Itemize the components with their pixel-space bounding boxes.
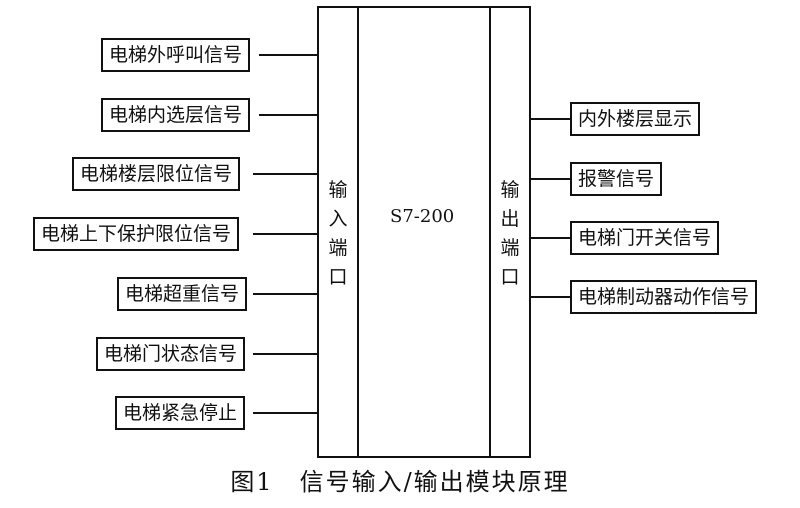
input-connector-4 xyxy=(253,233,317,235)
input-connector-7 xyxy=(253,412,317,414)
plc-label: S7-200 xyxy=(390,206,455,227)
input-signal-5: 电梯超重信号 xyxy=(117,277,248,311)
input-connector-3 xyxy=(253,173,317,175)
input-port-label: 输 入 端 口 xyxy=(328,179,348,288)
output-connector-2 xyxy=(531,178,571,180)
plc-box xyxy=(357,6,491,458)
figure-caption: 图1 信号输入/输出模块原理 xyxy=(230,468,570,496)
output-port-label: 输 出 端 口 xyxy=(500,179,520,288)
input-connector-5 xyxy=(253,293,317,295)
input-signal-3: 电梯楼层限位信号 xyxy=(72,157,241,191)
output-connector-3 xyxy=(531,237,571,239)
input-connector-1 xyxy=(259,54,317,56)
input-connector-6 xyxy=(253,353,317,355)
output-signal-1: 内外楼层显示 xyxy=(570,102,701,136)
input-signal-6: 电梯门状态信号 xyxy=(96,337,246,371)
output-signal-3: 电梯门开关信号 xyxy=(570,221,720,255)
input-signal-7: 电梯紧急停止 xyxy=(115,396,246,430)
input-connector-2 xyxy=(259,114,317,116)
input-signal-2: 电梯内选层信号 xyxy=(101,98,251,132)
output-signal-4: 电梯制动器动作信号 xyxy=(570,280,758,314)
output-connector-4 xyxy=(531,296,571,298)
output-signal-2: 报警信号 xyxy=(570,162,663,196)
input-signal-1: 电梯外呼叫信号 xyxy=(101,38,251,72)
input-port-box xyxy=(317,6,359,458)
input-signal-4: 电梯上下保护限位信号 xyxy=(33,217,240,251)
output-connector-1 xyxy=(531,118,571,120)
output-port-box xyxy=(489,6,531,458)
